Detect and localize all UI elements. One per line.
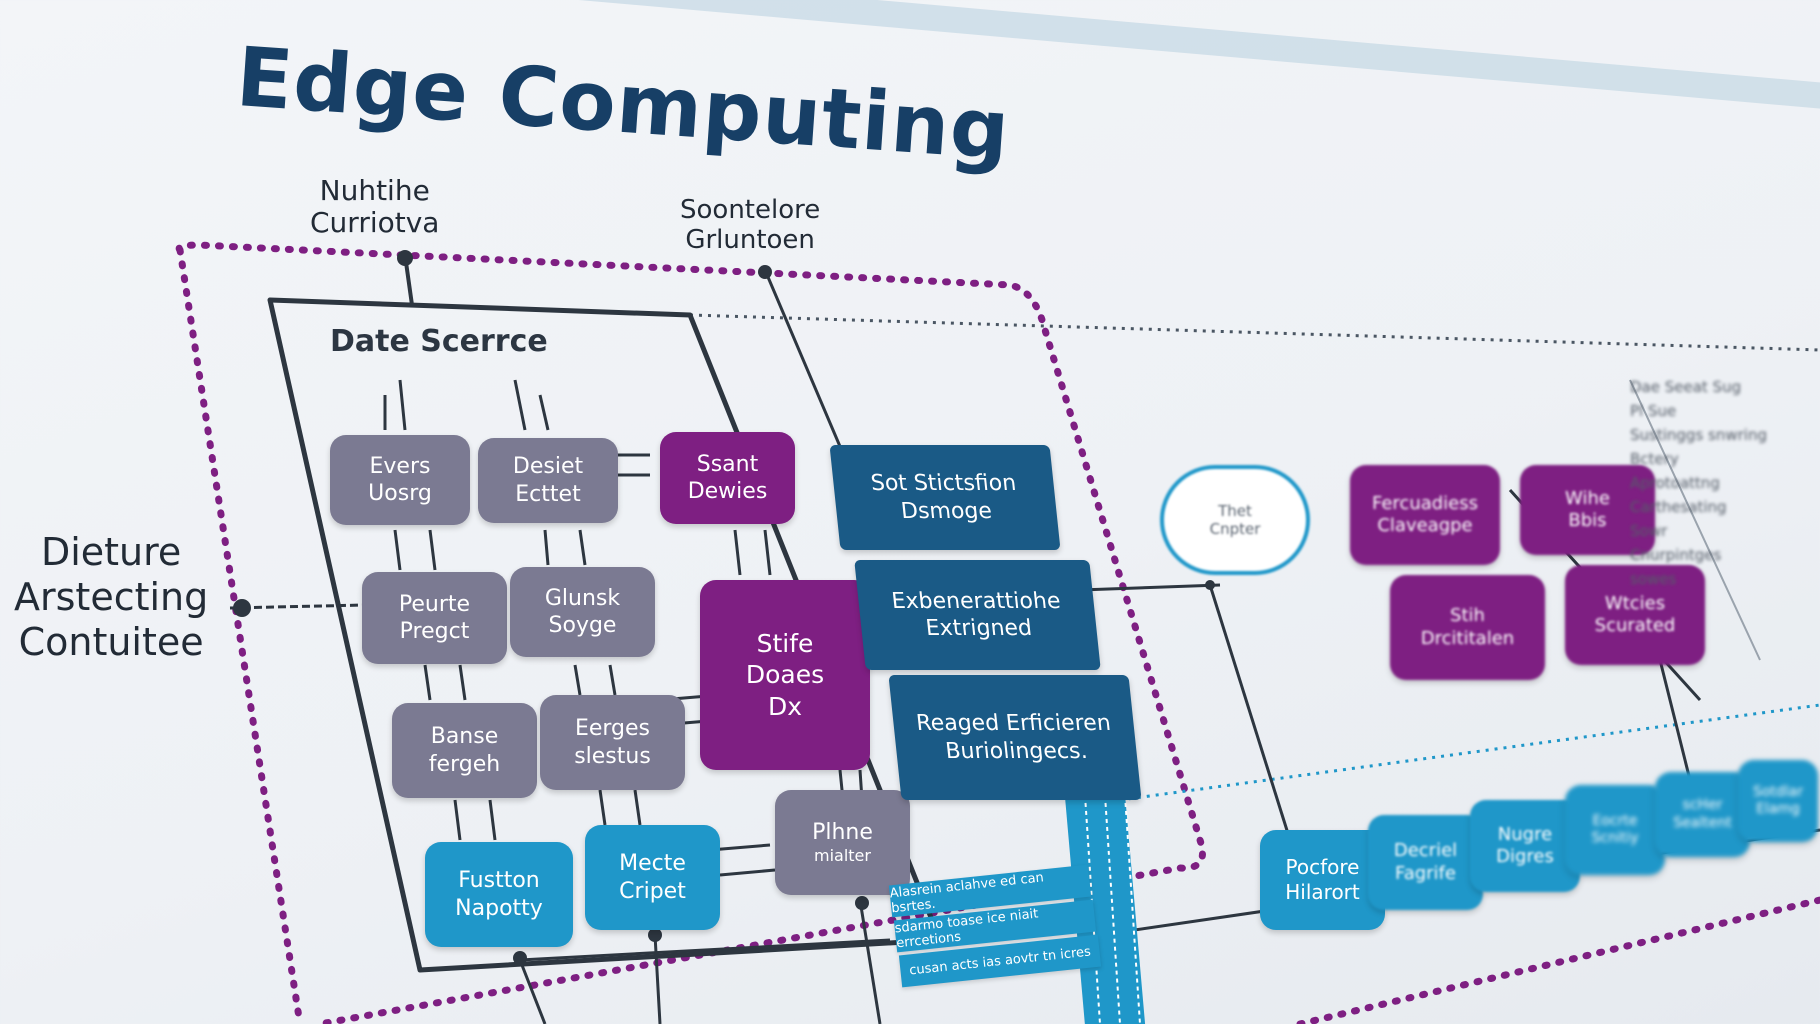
- side-note-line: Carthesating: [1630, 498, 1727, 516]
- block-line: Digres: [1496, 846, 1554, 867]
- data-source-title: Date Scerrce: [330, 324, 548, 359]
- side-label-line-2: Arstecting: [14, 574, 209, 619]
- block-line: Soyge: [548, 613, 617, 638]
- side-label-line-1: Dieture: [40, 530, 182, 574]
- block-line: Pocfore: [1285, 855, 1360, 879]
- block-line: Banse: [430, 724, 499, 749]
- block-line: Napotty: [455, 895, 543, 921]
- block-line: Desiet: [512, 454, 584, 479]
- block-line: Claveagpe: [1377, 515, 1473, 536]
- stack-line: Sot Stictsfion: [869, 471, 1018, 496]
- stack-line: Extrigned: [924, 616, 1034, 641]
- block-line: Doaes: [745, 660, 825, 690]
- block-line: Drcititalen: [1420, 627, 1515, 649]
- block-line: Evers: [369, 453, 431, 479]
- cloud-line: Cnpter: [1209, 520, 1261, 538]
- block-line: Mecte: [619, 851, 686, 876]
- cloud-line: Thet: [1218, 502, 1252, 520]
- block-line: Fustton: [458, 868, 540, 893]
- top-center-label-line-2: Grluntoen: [685, 224, 815, 255]
- side-note-line: Sustinggs snwring: [1630, 426, 1767, 444]
- top-left-label-line-2: Curriotva: [310, 206, 440, 240]
- block-line: Sotdlar: [1752, 783, 1804, 800]
- side-label: Dieture Arstecting Contuitee: [14, 530, 208, 664]
- side-note-line: Dae Seeat Sug: [1630, 378, 1742, 396]
- side-note-line: Cnurpintges: [1630, 546, 1722, 564]
- side-note-line: Bctery: [1630, 450, 1679, 468]
- side-note-line: Aprotoattng: [1630, 474, 1720, 492]
- side-notes: Dae Seeat Sug Pl Sue Sustinggs snwring B…: [1630, 375, 1810, 591]
- block-line: Stife: [756, 629, 814, 659]
- block-line: Plhne: [812, 819, 873, 845]
- block-line: mialter: [814, 846, 871, 866]
- block-line: Ecttet: [515, 481, 581, 507]
- block-line: Scnitiy: [1591, 830, 1639, 846]
- top-left-label: Nuhtihe Curriotva: [310, 174, 440, 240]
- block-line: Hilarort: [1285, 880, 1360, 904]
- block-line: Peurte: [398, 591, 471, 617]
- block-line: Dewies: [687, 479, 768, 504]
- block-line: Wtcies: [1604, 592, 1666, 614]
- top-center-label-line-1: Soontelore: [680, 195, 821, 225]
- block-line: Stih: [1450, 605, 1485, 626]
- block-line: fergeh: [428, 751, 501, 777]
- stack-line: Dsmoge: [899, 498, 994, 524]
- block-line: Fagrife: [1395, 862, 1456, 884]
- stack-line: Buriolingecs.: [944, 738, 1089, 764]
- side-note-line: sowes: [1630, 570, 1677, 588]
- block-line: Glunsk: [544, 585, 621, 611]
- top-center-label: Soontelore Grluntoen: [680, 195, 821, 256]
- block-line: Ssant: [696, 451, 759, 477]
- side-note-line: Pl Sue: [1630, 402, 1677, 420]
- side-note-line: Sowr: [1630, 522, 1668, 540]
- block-line: Scurated: [1594, 615, 1676, 636]
- block-line: scHer: [1682, 797, 1723, 813]
- stack-line: Exbenerattiohe: [890, 588, 1062, 614]
- block-line: Decriel: [1393, 840, 1458, 861]
- side-label-line-3: Contuitee: [18, 619, 204, 664]
- top-left-label-line-1: Nuhtihe: [319, 174, 430, 207]
- block-line: Eocrte: [1592, 812, 1638, 829]
- block-line: Pregct: [399, 619, 470, 644]
- block-line: Nugre: [1497, 823, 1553, 845]
- block-line: Dx: [767, 691, 803, 721]
- block-line: Uosrg: [368, 481, 432, 506]
- block-line: Elamg: [1756, 801, 1800, 817]
- block-line: Cripet: [619, 878, 686, 904]
- block-line: Bbis: [1568, 510, 1607, 531]
- block-line: Fercuadiess: [1371, 492, 1479, 514]
- block-line: Wihe: [1565, 487, 1610, 509]
- block-line: slestus: [574, 743, 651, 769]
- block-line: Eerges: [574, 716, 651, 741]
- stack-line: Reaged Erficieren: [915, 711, 1113, 736]
- block-line: Sealtent: [1673, 814, 1732, 831]
